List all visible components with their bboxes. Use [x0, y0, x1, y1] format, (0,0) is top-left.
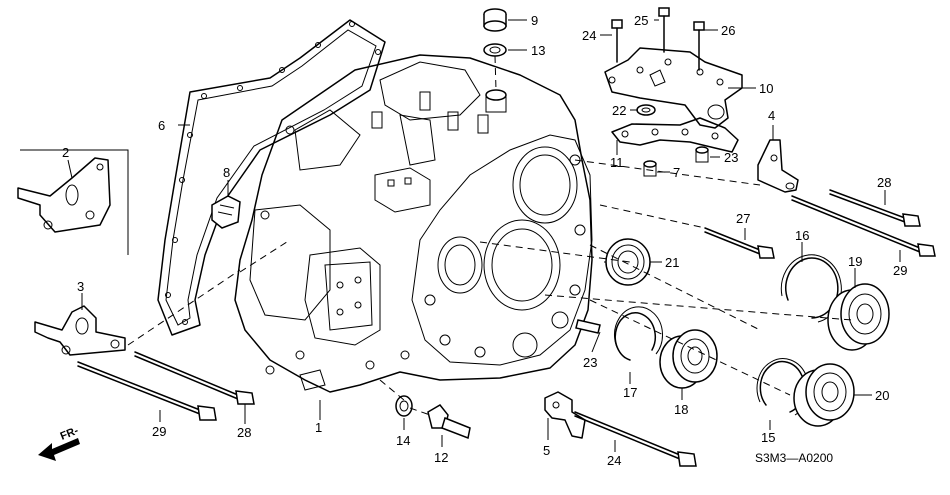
- callout-29-left: 29: [152, 424, 166, 439]
- bracket-10: [604, 47, 743, 129]
- bracket-2: [17, 157, 111, 233]
- callout-10: 10: [759, 81, 773, 96]
- washer-22: [636, 104, 656, 116]
- bolt-28-right: [574, 411, 697, 467]
- bearing-19: [827, 283, 890, 351]
- leader-lines: [67, 19, 901, 452]
- callout-6: 6: [158, 118, 165, 133]
- front-arrow-icon: [38, 438, 80, 461]
- callout-16: 16: [795, 228, 809, 243]
- callout-1: 1: [315, 420, 322, 435]
- callout-21: 21: [665, 255, 679, 270]
- bolt-26: [704, 227, 775, 259]
- transmission-housing: [234, 54, 593, 393]
- plug-12: [427, 404, 471, 440]
- bolt-27: [829, 189, 921, 227]
- front-direction-indicator: FR-: [38, 425, 80, 461]
- callout-3: 3: [77, 279, 84, 294]
- callout-2: 2: [62, 145, 69, 160]
- callout-28-left: 28: [237, 425, 251, 440]
- drain-plug-9: [483, 8, 507, 32]
- bracket-4: [757, 139, 799, 193]
- callout-23-upper: 23: [724, 150, 738, 165]
- callout-7: 7: [673, 165, 680, 180]
- bracket-3: [34, 305, 126, 356]
- bolt-29-left: [77, 361, 217, 421]
- callout-11: 11: [610, 155, 624, 170]
- callout-19: 19: [848, 254, 862, 269]
- bolt-24-right: [658, 7, 670, 53]
- bearing-18: [659, 329, 718, 389]
- plate-11: [611, 117, 739, 153]
- bolt-24-left: [611, 19, 623, 63]
- callout-27: 28: [877, 175, 891, 190]
- bolt-28-left: [134, 351, 255, 405]
- corner-frame: [20, 149, 129, 255]
- washer-14: [395, 395, 413, 417]
- bracket-5: [544, 391, 586, 439]
- callout-26: 27: [736, 211, 750, 226]
- callout-5: 5: [543, 443, 550, 458]
- callout-9: 9: [531, 13, 538, 28]
- callout-29-right: 29: [893, 263, 907, 278]
- bearing-20: [793, 363, 855, 427]
- callout-4: 4: [768, 108, 775, 123]
- callout-23-lower: 23: [583, 355, 597, 370]
- dowel-pin-7: [643, 160, 657, 177]
- callout-labels: 9 13 24 25 26 10 22 11 7 23 4 2 3 6 8 1 …: [62, 13, 907, 468]
- callout-25: 26: [721, 23, 735, 38]
- diagram-code: S3M3—A0200: [755, 451, 833, 465]
- snap-ring-17: [614, 306, 663, 361]
- bolt-29-right: [791, 195, 936, 257]
- dowel-pin-23-upper: [695, 146, 709, 163]
- callout-20: 20: [875, 388, 889, 403]
- alignment-lines: [127, 55, 853, 416]
- callout-17: 17: [623, 385, 637, 400]
- dowel-pin-23-lower: [575, 319, 601, 334]
- bolt-25: [693, 21, 705, 71]
- gasket-bolt-holes: [165, 21, 381, 325]
- callout-13: 13: [531, 43, 545, 58]
- callout-12: 12: [434, 450, 448, 465]
- callout-24-right: 25: [634, 13, 648, 28]
- callout-18: 18: [674, 402, 688, 417]
- gasket: [157, 19, 386, 336]
- callout-8: 8: [223, 165, 230, 180]
- washer-13: [483, 43, 507, 57]
- callout-22: 22: [612, 103, 626, 118]
- callout-14: 14: [396, 433, 410, 448]
- callout-15: 15: [761, 430, 775, 445]
- callout-28-right: 24: [607, 453, 621, 468]
- callout-24-left: 24: [582, 28, 596, 43]
